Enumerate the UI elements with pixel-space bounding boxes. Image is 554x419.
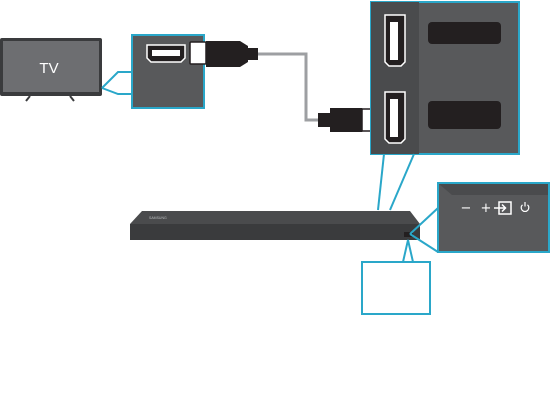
tv-callout-line — [101, 71, 131, 89]
button-panel — [437, 182, 550, 253]
hdmi-cable — [189, 41, 379, 132]
soundbar-display — [404, 232, 413, 237]
soundbar-side-plug-body — [330, 108, 370, 132]
soundbar-rear-inset — [370, 1, 520, 155]
panel-callout-line — [409, 207, 439, 235]
tv-illustration: TV — [0, 38, 102, 102]
cable-line — [258, 52, 320, 122]
sensor-callout-line — [402, 239, 414, 263]
hdmi-in-pins — [390, 22, 398, 60]
soundbar-front — [130, 224, 420, 240]
hdmi-out-pins — [390, 99, 398, 137]
volume-up-button[interactable]: + — [481, 201, 492, 216]
tv-label: TV — [39, 60, 58, 77]
power-icon[interactable] — [520, 202, 530, 213]
tv-screen — [3, 41, 99, 92]
source-icon[interactable] — [494, 201, 512, 215]
tv-side-plug-tip — [189, 41, 207, 65]
hdmi-out-label-plate — [428, 101, 501, 129]
tv-hdmi-inset — [131, 34, 205, 109]
tv-stand — [25, 95, 75, 102]
soundbar-side-plug-boot — [318, 113, 330, 127]
tv-side-plug-body — [206, 41, 248, 67]
tv-side-plug-boot — [248, 48, 258, 60]
volume-down-button[interactable]: − — [461, 201, 472, 216]
panel-callout-line-lower — [409, 233, 439, 253]
rear-callout-line — [377, 153, 385, 211]
button-panel-top — [439, 184, 548, 195]
hdmi-in-label-plate — [428, 22, 501, 44]
soundbar-logo: SAMSUNG — [149, 216, 167, 220]
tv-callout-line-lower — [101, 87, 131, 95]
rear-callout-line-right — [389, 153, 415, 211]
soundbar: SAMSUNG — [130, 211, 420, 240]
remote-sensor-inset — [361, 261, 431, 315]
soundbar-top — [130, 211, 420, 224]
tv-hdmi-port-pins — [152, 50, 180, 56]
button-panel-inset: − + — [437, 182, 550, 253]
